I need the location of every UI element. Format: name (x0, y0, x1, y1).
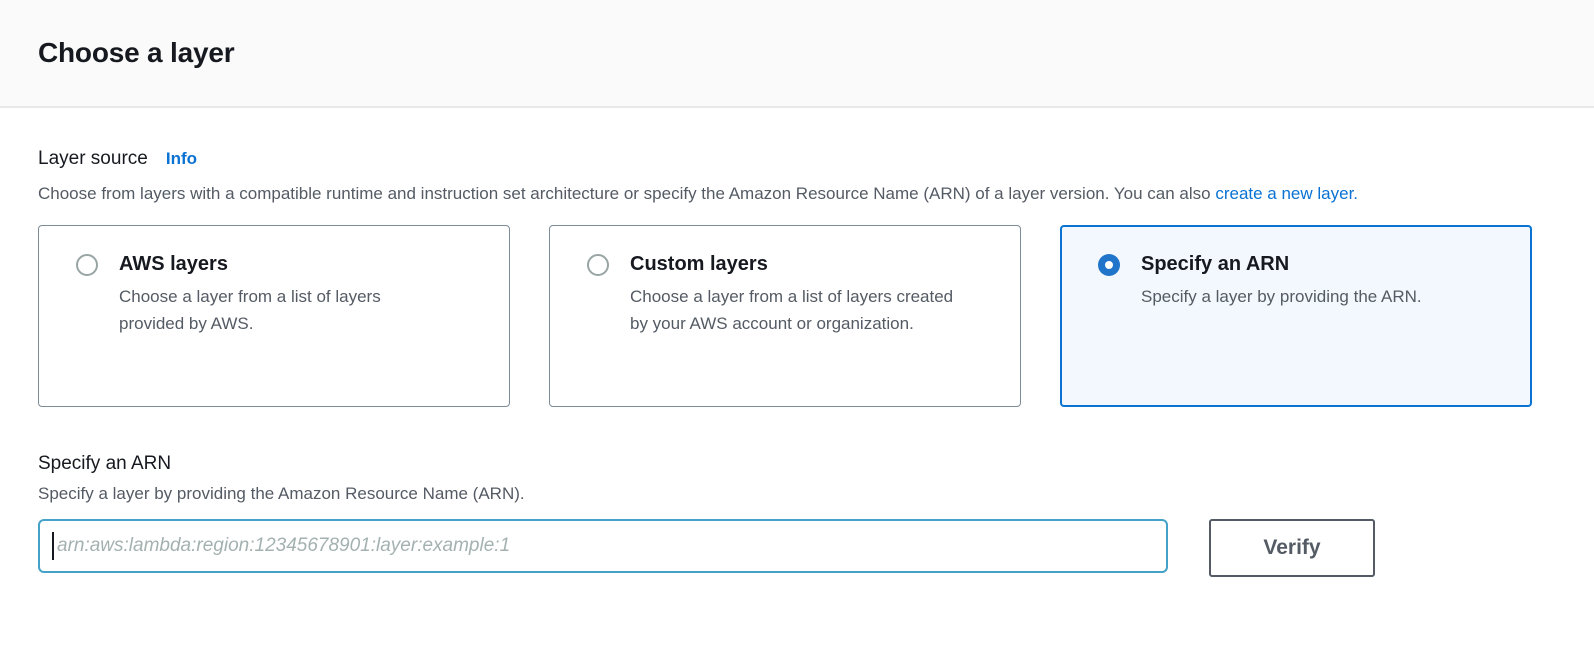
option-title: Specify an ARN (1141, 253, 1290, 275)
custom-layers-radio-icon[interactable] (587, 253, 609, 276)
specify-arn-radio-icon[interactable] (1098, 253, 1120, 276)
option-description: Choose a layer from a list of layers pro… (119, 287, 381, 333)
option-head: Custom layers (587, 253, 996, 276)
arn-input[interactable] (38, 519, 1168, 573)
option-title: AWS layers (119, 253, 228, 275)
option-description: Specify a layer by providing the ARN. (1141, 287, 1422, 306)
layer-source-description-text: Choose from layers with a compatible run… (38, 184, 1216, 203)
option-head: Specify an ARN (1098, 253, 1507, 276)
panel-header: Choose a layer (0, 0, 1594, 108)
specify-arn-title: Specify an ARN (38, 453, 172, 474)
aws-layers-radio-icon[interactable] (76, 253, 98, 276)
layer-source-description: Choose from layers with a compatible run… (38, 179, 1478, 208)
option-title: Custom layers (630, 253, 768, 275)
panel-content: Layer source Info Choose from layers wit… (0, 108, 1594, 577)
specify-arn-description: Specify a layer by providing the Amazon … (38, 484, 525, 503)
option-card-specify-an-arn[interactable]: Specify an ARN Specify a layer by provid… (1060, 225, 1532, 407)
option-description: Choose a layer from a list of layers cre… (630, 287, 954, 333)
verify-button[interactable]: Verify (1209, 519, 1375, 577)
page-title: Choose a layer (38, 37, 235, 68)
layer-source-label-row: Layer source Info (38, 148, 1532, 170)
arn-input-row: Verify (38, 519, 1532, 577)
option-head: AWS layers (76, 253, 485, 276)
arn-input-wrapper (38, 519, 1168, 573)
layer-source-options: AWS layers Choose a layer from a list of… (38, 225, 1532, 407)
specify-arn-section: Specify an ARN Specify a layer by provid… (38, 453, 1532, 577)
option-card-aws-layers[interactable]: AWS layers Choose a layer from a list of… (38, 225, 510, 407)
option-card-custom-layers[interactable]: Custom layers Choose a layer from a list… (549, 225, 1021, 407)
create-new-layer-link[interactable]: create a new layer. (1215, 184, 1359, 203)
info-link[interactable]: Info (165, 149, 197, 168)
layer-source-label: Layer source (38, 148, 148, 169)
